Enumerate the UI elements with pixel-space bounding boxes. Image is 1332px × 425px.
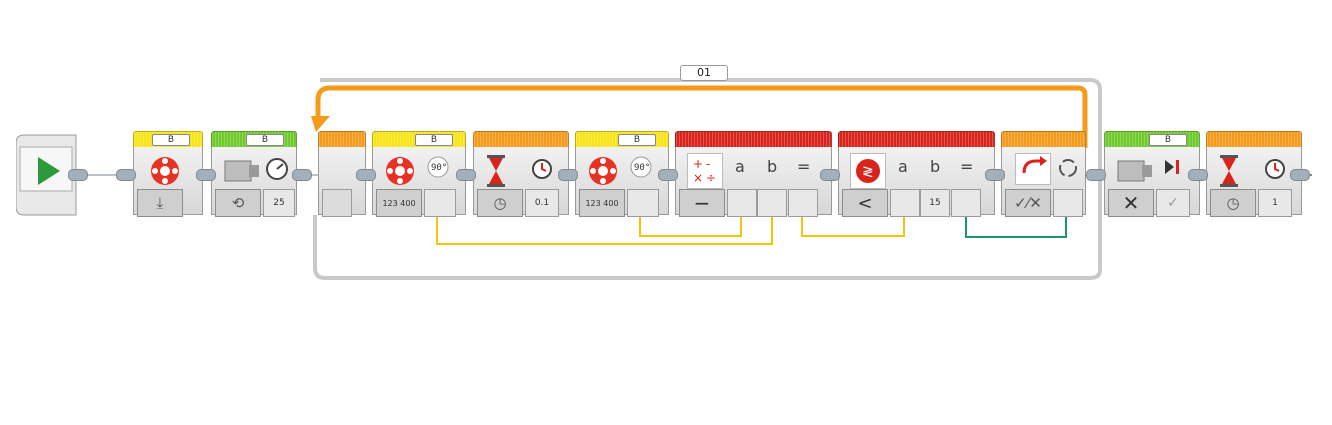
timer-icon bbox=[529, 155, 555, 181]
loop-arrowhead bbox=[311, 116, 330, 132]
output-port[interactable] bbox=[627, 189, 659, 217]
timer-mode-icon[interactable]: ◷ bbox=[1210, 189, 1256, 217]
svg-text:÷: ÷ bbox=[706, 171, 716, 185]
port-label[interactable]: B bbox=[152, 134, 190, 146]
motor-rotation-sensor-block[interactable]: B 90° 123 400 bbox=[372, 131, 466, 217]
degrees-icon: 90° bbox=[629, 155, 653, 179]
loop-label[interactable]: 01 bbox=[680, 65, 728, 81]
sequence-connector[interactable] bbox=[658, 169, 678, 181]
subtract-mode[interactable]: − bbox=[679, 189, 725, 217]
speed-value[interactable]: 25 bbox=[263, 189, 295, 217]
stop-icon bbox=[1160, 155, 1184, 179]
sequence-connector[interactable] bbox=[196, 169, 216, 181]
motor-stop-block[interactable]: B ✕ ✓ bbox=[1104, 131, 1200, 217]
x-slash-icon[interactable]: ✓⁄✕ bbox=[1005, 189, 1051, 217]
start-block[interactable] bbox=[15, 131, 82, 219]
compare-icon: ≷ bbox=[850, 153, 886, 189]
input-b-value[interactable]: 15 bbox=[920, 189, 950, 217]
result-output[interactable] bbox=[788, 189, 818, 217]
sequence-connector[interactable] bbox=[820, 169, 840, 181]
wait-block[interactable]: ◷ 0.1 bbox=[473, 131, 569, 217]
math-block[interactable]: +-×÷ a b = − bbox=[675, 131, 832, 217]
sequence-connector[interactable] bbox=[456, 169, 476, 181]
sequence-connector[interactable] bbox=[1290, 169, 1310, 181]
sequence-connector[interactable] bbox=[356, 169, 376, 181]
input-a[interactable] bbox=[890, 189, 920, 217]
motor-icon bbox=[147, 153, 187, 187]
sequence-connector[interactable] bbox=[1188, 169, 1208, 181]
play-icon bbox=[38, 157, 60, 185]
input-a[interactable] bbox=[727, 189, 757, 217]
download-icon[interactable]: ⤓ bbox=[137, 189, 183, 217]
condition-input[interactable] bbox=[1053, 189, 1083, 217]
measure-mode[interactable]: 123 400 bbox=[579, 189, 625, 217]
less-than-mode[interactable]: < bbox=[842, 189, 888, 217]
wire-yellow-1 bbox=[436, 212, 773, 245]
motor-rotate-block[interactable]: B ⟲ 25 bbox=[211, 131, 297, 217]
port-label[interactable]: B bbox=[415, 134, 453, 146]
motor-rotation-sensor-block[interactable]: B 90° 123 400 bbox=[575, 131, 669, 217]
input-b[interactable] bbox=[757, 189, 787, 217]
result-label: = bbox=[797, 157, 811, 176]
measure-mode[interactable]: 123 400 bbox=[376, 189, 422, 217]
timer-mode-icon[interactable]: ◷ bbox=[477, 189, 523, 217]
wire-yellow-2 bbox=[639, 212, 742, 237]
hourglass-icon bbox=[481, 153, 511, 189]
sequence-connector[interactable] bbox=[68, 169, 88, 181]
loop-cycle-icon bbox=[1055, 155, 1081, 181]
input-b-label: b bbox=[930, 157, 941, 176]
x-icon[interactable]: ✕ bbox=[1108, 189, 1154, 217]
degrees-icon: 90° bbox=[426, 155, 450, 179]
wait-seconds[interactable]: 1 bbox=[1258, 189, 1292, 217]
loop-index-port[interactable] bbox=[322, 189, 352, 217]
motor-icon bbox=[382, 153, 422, 187]
sequence-connector[interactable] bbox=[292, 169, 312, 181]
wire-yellow-3 bbox=[801, 212, 905, 237]
motor-icon bbox=[585, 153, 625, 187]
output-port[interactable] bbox=[424, 189, 456, 217]
port-label[interactable]: B bbox=[618, 134, 656, 146]
wire-green bbox=[965, 212, 1067, 238]
result-label: = bbox=[960, 157, 974, 176]
motor-device-icon bbox=[1114, 153, 1154, 187]
wait-seconds[interactable]: 0.1 bbox=[525, 189, 559, 217]
svg-text:90°: 90° bbox=[634, 163, 650, 173]
port-label[interactable]: B bbox=[246, 134, 284, 146]
motor-device-icon bbox=[221, 153, 261, 187]
sequence-connector[interactable] bbox=[116, 169, 136, 181]
sequence-connector[interactable] bbox=[1086, 169, 1106, 181]
loop-frame bbox=[313, 78, 1102, 280]
svg-text:-: - bbox=[706, 157, 710, 171]
svg-text:90°: 90° bbox=[431, 163, 447, 173]
timer-icon bbox=[1262, 155, 1288, 181]
result-output[interactable] bbox=[951, 189, 981, 217]
gauge-icon bbox=[263, 155, 291, 183]
sequence-connector[interactable] bbox=[558, 169, 578, 181]
input-b-label: b bbox=[767, 157, 778, 176]
loop-start-block[interactable] bbox=[318, 131, 366, 217]
loop-interrupt-icon bbox=[1015, 153, 1051, 185]
wait-block[interactable]: ◷ 1 bbox=[1206, 131, 1302, 217]
svg-text:+: + bbox=[693, 157, 703, 171]
large-motor-block[interactable]: B ⤓ bbox=[133, 131, 203, 217]
compare-block[interactable]: ≷ a b = < 15 bbox=[838, 131, 995, 217]
input-a-label: a bbox=[735, 157, 745, 176]
brake-check-icon[interactable]: ✓ bbox=[1156, 189, 1190, 217]
svg-text:≷: ≷ bbox=[862, 164, 874, 180]
loop-arrow bbox=[315, 85, 1088, 148]
loop-end-block[interactable]: ✓⁄✕ bbox=[1001, 131, 1086, 217]
port-label[interactable]: B bbox=[1149, 134, 1187, 146]
math-icon: +-×÷ bbox=[687, 153, 723, 189]
svg-text:×: × bbox=[693, 171, 703, 185]
hourglass-icon bbox=[1214, 153, 1244, 189]
rotate-icon[interactable]: ⟲ bbox=[215, 189, 261, 217]
sequence-connector[interactable] bbox=[985, 169, 1005, 181]
input-a-label: a bbox=[898, 157, 908, 176]
